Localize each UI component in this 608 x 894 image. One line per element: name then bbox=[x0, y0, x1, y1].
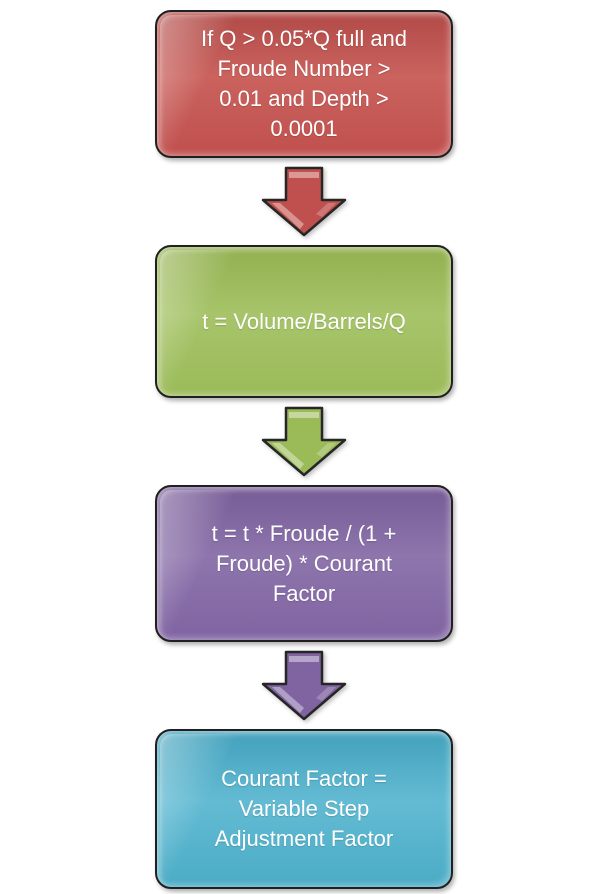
connector-2 bbox=[256, 398, 352, 485]
flow-step-froude-courant: t = t * Froude / (1 + Froude) * Courant … bbox=[155, 485, 453, 642]
connector-3 bbox=[256, 642, 352, 729]
flow-step-courant-definition: Courant Factor = Variable Step Adjustmen… bbox=[155, 729, 453, 889]
down-arrow-icon bbox=[261, 166, 347, 236]
flow-step-froude-courant-label: t = t * Froude / (1 + Froude) * Courant … bbox=[211, 520, 397, 606]
down-arrow-icon bbox=[261, 406, 347, 476]
flow-step-time-step-label: t = Volume/Barrels/Q bbox=[202, 308, 406, 334]
flow-step-condition: If Q > 0.05*Q full and Froude Number > 0… bbox=[155, 10, 453, 158]
flow-step-courant-definition-label: Courant Factor = Variable Step Adjustmen… bbox=[214, 766, 394, 851]
down-arrow-icon bbox=[261, 650, 347, 720]
flow-step-condition-label: If Q > 0.05*Q full and Froude Number > 0… bbox=[200, 26, 408, 141]
flow-step-time-step: t = Volume/Barrels/Q bbox=[155, 245, 453, 398]
connector-1 bbox=[256, 158, 352, 245]
